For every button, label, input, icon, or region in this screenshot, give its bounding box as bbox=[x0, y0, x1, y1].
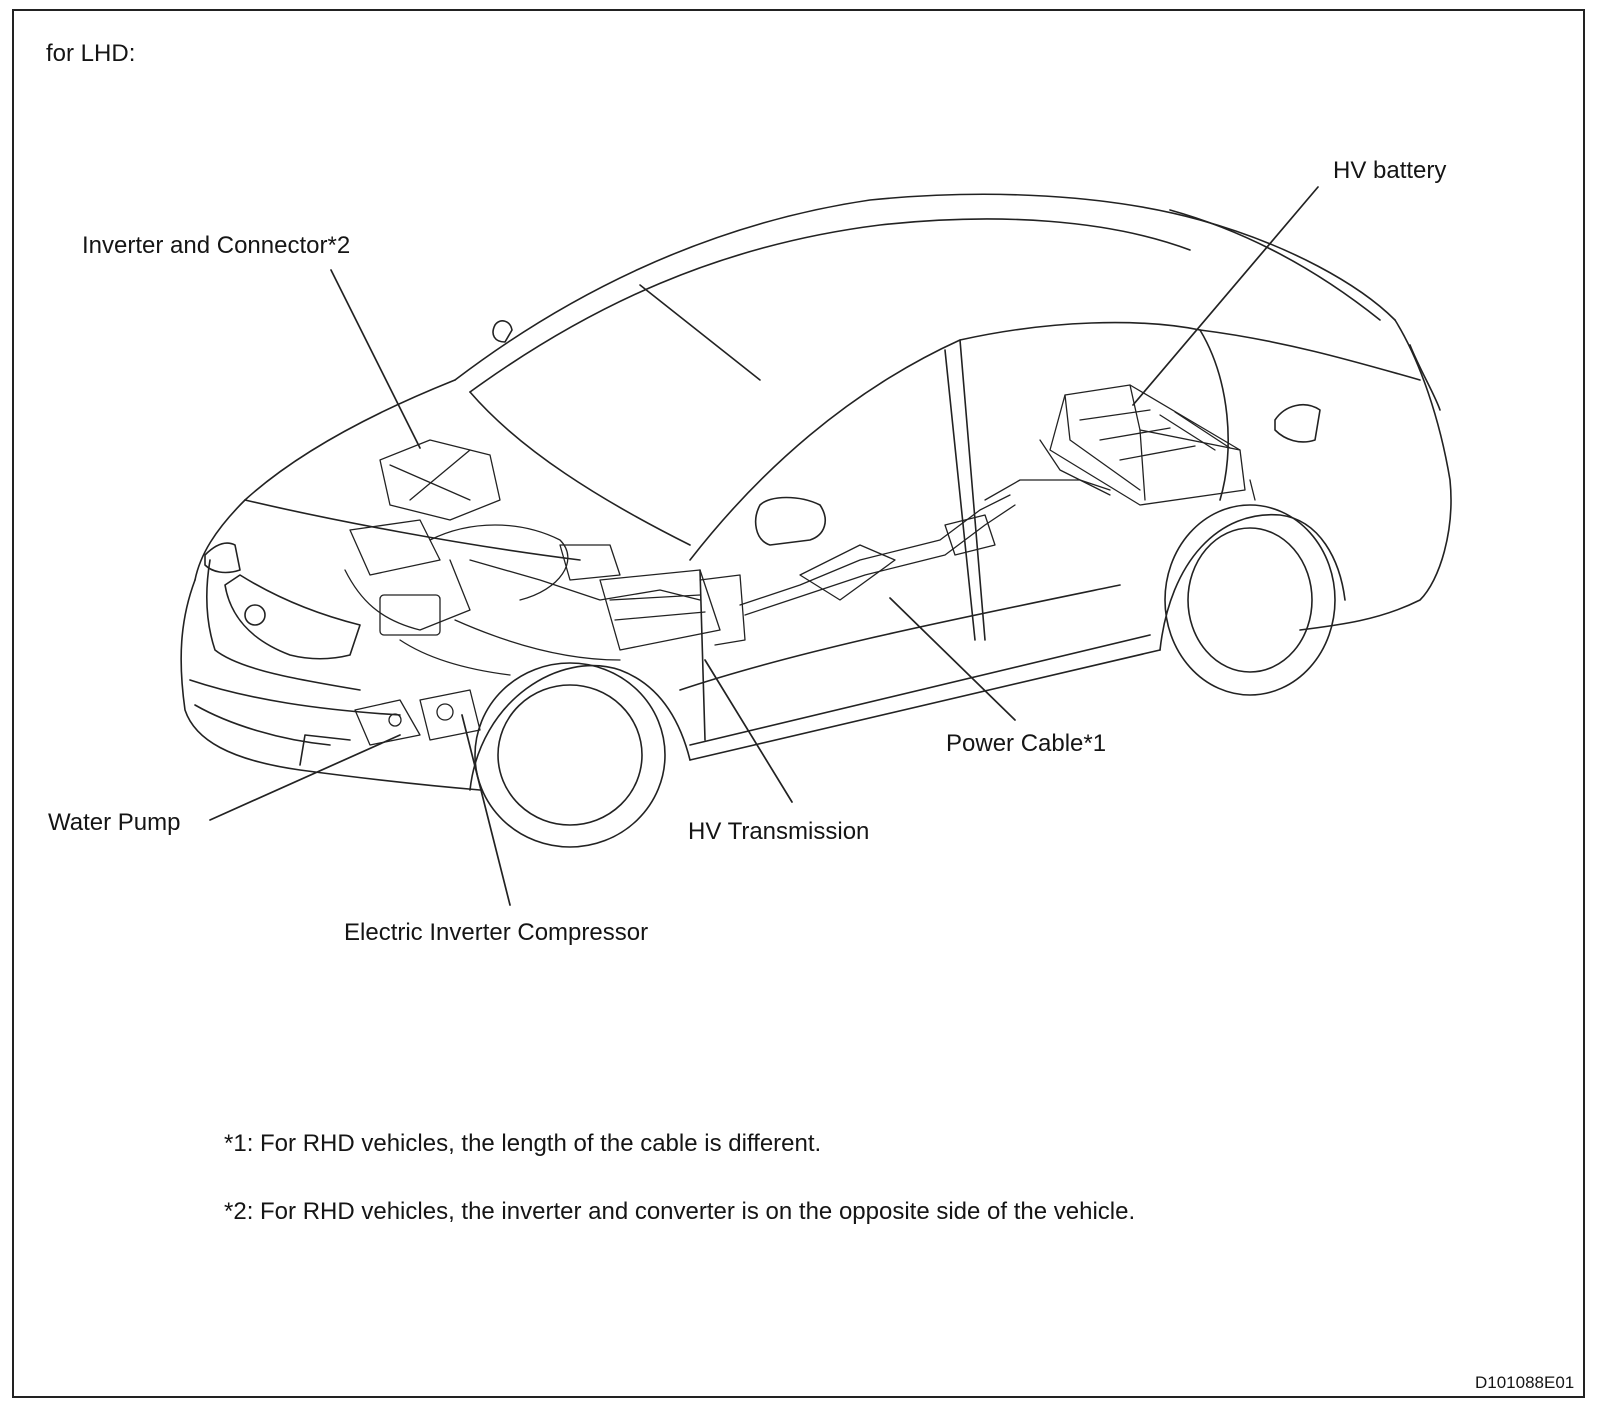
leader-lines bbox=[209, 186, 1319, 906]
variant-label: for LHD: bbox=[46, 40, 136, 67]
footnote-1: *1: For RHD vehicles, the length of the … bbox=[224, 1130, 822, 1157]
leader-power-cable bbox=[889, 597, 1016, 721]
power-cable-label: Power Cable*1 bbox=[946, 730, 1107, 757]
hv-battery-label: HV battery bbox=[1333, 157, 1447, 184]
hv-transmission-label: HV Transmission bbox=[688, 818, 870, 845]
diagram-frame bbox=[12, 9, 1585, 1398]
figure-id: D101088E01 bbox=[1475, 1373, 1575, 1392]
leader-water-pump bbox=[209, 734, 401, 821]
power-cable-and-battery bbox=[739, 384, 1256, 616]
leader-inverter-connector bbox=[330, 269, 421, 449]
car-body-outline bbox=[180, 193, 1452, 848]
water-pump-label: Water Pump bbox=[48, 809, 181, 836]
leader-hv-transmission bbox=[704, 659, 793, 803]
engine-compartment bbox=[344, 439, 746, 746]
inverter-connector-label: Inverter and Connector*2 bbox=[82, 232, 351, 259]
electric-inverter-compressor-label: Electric Inverter Compressor bbox=[344, 919, 649, 946]
leader-hv-battery bbox=[1132, 186, 1319, 406]
leader-electric-inverter-compressor bbox=[461, 714, 511, 906]
footnote-2: *2: For RHD vehicles, the inverter and c… bbox=[224, 1198, 1136, 1225]
